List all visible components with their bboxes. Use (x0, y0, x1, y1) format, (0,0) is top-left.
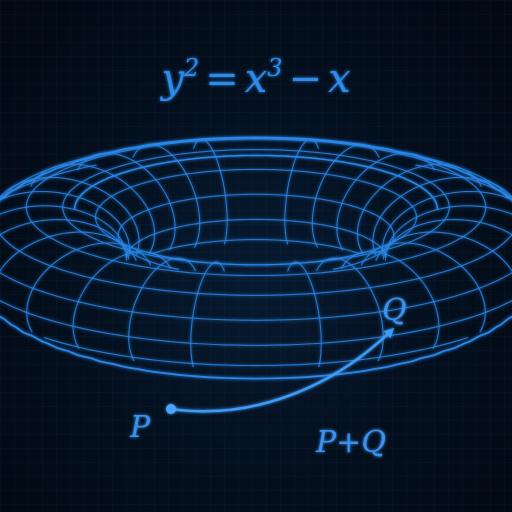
torus-parallel (0, 299, 512, 346)
torus-meridian (382, 218, 512, 260)
torus-meridian (190, 261, 225, 344)
torus-parallel (94, 168, 418, 266)
addition-arrow (170, 327, 395, 413)
equation-minus: − (289, 56, 323, 102)
torus-parallel (415, 164, 512, 199)
equation-lhs-exponent: 2 (183, 54, 199, 82)
equation-lhs: y (159, 56, 185, 102)
torus-meridian (72, 326, 80, 349)
equation-equals: = (205, 56, 239, 102)
torus-meridian (0, 205, 127, 259)
torus-meridian (0, 176, 140, 256)
torus-hole-rim (73, 154, 439, 210)
torus-meridian (432, 326, 440, 349)
torus-meridian (317, 343, 322, 368)
equation-rhs-tail: x (328, 56, 351, 102)
label-p: P (129, 410, 151, 445)
equation-rhs-exponent: 3 (267, 54, 282, 82)
torus-meridian (381, 190, 512, 257)
point-p-dot (166, 404, 176, 414)
equation-rhs-base: x (245, 56, 268, 102)
torus-meridian (0, 190, 131, 257)
torus-meridian (385, 205, 512, 259)
torus-parallel (332, 235, 395, 270)
torus-meridian (375, 231, 512, 272)
torus-meridian (0, 218, 130, 260)
torus-parallel (117, 193, 395, 270)
torus-parallel (62, 148, 450, 266)
torus-parallel (125, 218, 387, 261)
torus-meridian (192, 138, 228, 245)
torus-meridian (287, 261, 322, 344)
torus-meridian (372, 176, 512, 256)
equation: y2=x3−x (159, 54, 350, 102)
label-q: Q (382, 293, 407, 328)
torus-outline (0, 136, 512, 380)
torus-meridian (26, 312, 33, 333)
torus-meridian (0, 231, 137, 272)
torus-meridian (479, 312, 486, 333)
torus-wireframe (0, 136, 512, 380)
torus-meridian (190, 343, 195, 368)
torus-parallel (153, 239, 359, 254)
torus-meridian (284, 138, 320, 245)
torus-parallel (43, 336, 469, 367)
torus-parallel (25, 138, 487, 277)
label-p-plus-q: P+Q (315, 425, 386, 460)
torus-parallel (0, 164, 512, 321)
